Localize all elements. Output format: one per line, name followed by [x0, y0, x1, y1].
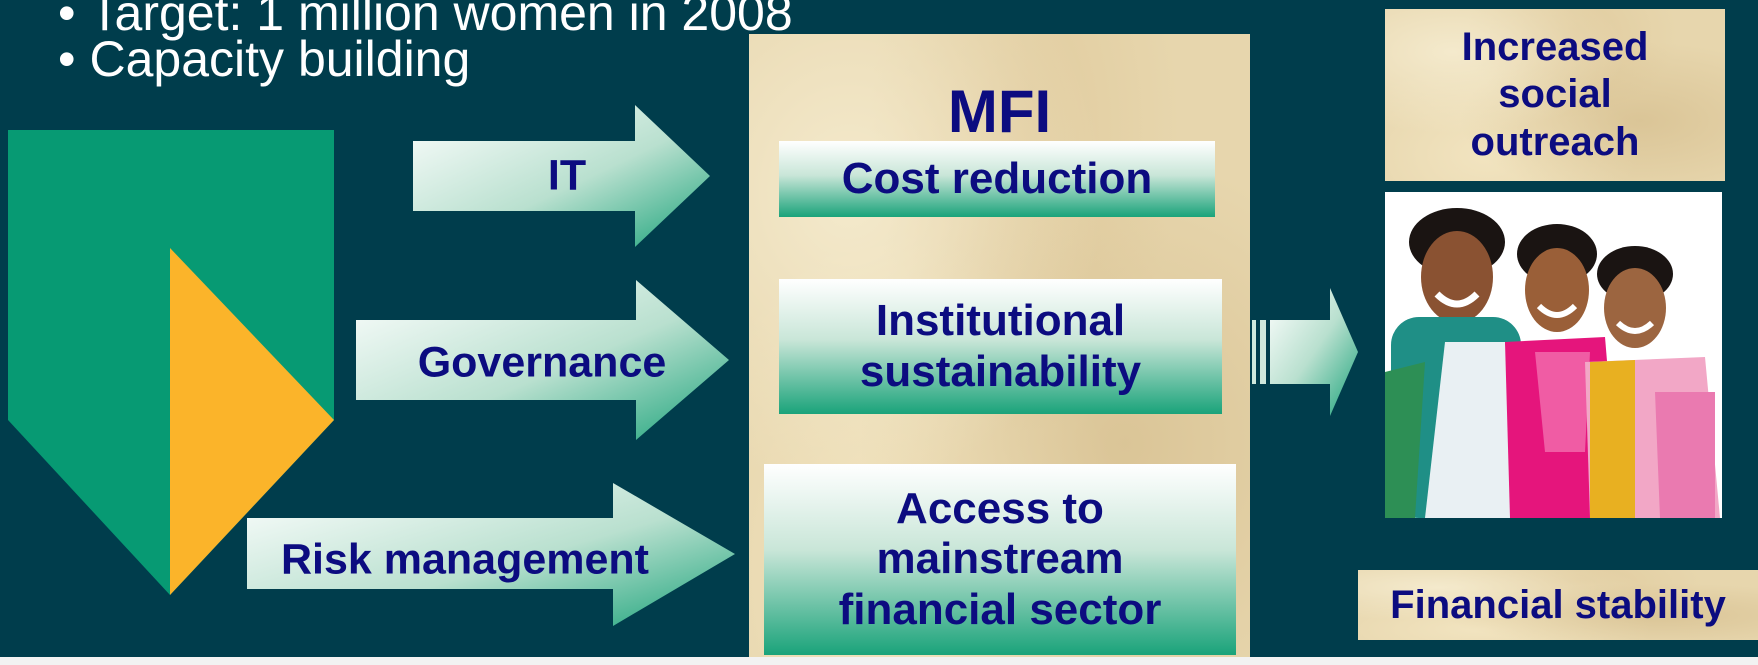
arrow-to-outcomes: [1252, 288, 1358, 416]
outreach-line-2: social: [1498, 72, 1612, 117]
arrow-it-label: IT: [547, 151, 587, 200]
bullet-target: • Target: 1 million women in 2008: [58, 0, 793, 38]
abn-amro-shield-logo-icon: [8, 130, 334, 595]
access-mainstream-line-3: financial sector: [838, 584, 1162, 634]
mfi-panel: MFI Cost reduction Institutional sustain…: [749, 34, 1250, 657]
bullet-capacity: •Capacity building: [58, 34, 470, 84]
outreach-line-1: Increased: [1461, 25, 1649, 70]
three-smiling-women-photo: [1385, 192, 1722, 518]
bullet-target-text: Target: 1 million women in 2008: [89, 0, 793, 41]
increased-social-outreach-box: Increased social outreach: [1385, 9, 1725, 181]
access-mainstream-line-2: mainstream: [876, 534, 1124, 584]
arrow-it: IT: [413, 105, 710, 247]
institutional-sustainability-line-1: Institutional: [875, 295, 1126, 345]
bullet-glyph: •: [58, 31, 76, 87]
access-mainstream-line-1: Access to: [896, 483, 1104, 533]
bottom-strip: [0, 657, 1758, 665]
institutional-sustainability-line-2: sustainability: [859, 346, 1142, 396]
financial-stability-text: Financial stability: [1390, 582, 1726, 627]
access-mainstream-box: Access to mainstream financial sector: [764, 464, 1236, 655]
arrow-governance-label: Governance: [417, 338, 667, 387]
arrow-governance: Governance: [356, 280, 729, 440]
arrow-risk-management-label: Risk management: [280, 535, 650, 584]
bullet-glyph: •: [58, 0, 76, 41]
arrow-risk-management: Risk management: [247, 483, 735, 626]
outreach-line-3: outreach: [1470, 119, 1640, 164]
cost-reduction-text: Cost reduction: [841, 153, 1153, 203]
cost-reduction-box: Cost reduction: [779, 141, 1215, 217]
women-photo-icon: [1385, 208, 1720, 518]
mfi-title: MFI: [947, 78, 1052, 145]
bullet-capacity-text: Capacity building: [89, 31, 471, 87]
institutional-sustainability-box: Institutional sustainability: [779, 279, 1222, 414]
financial-stability-box: Financial stability: [1358, 570, 1758, 640]
